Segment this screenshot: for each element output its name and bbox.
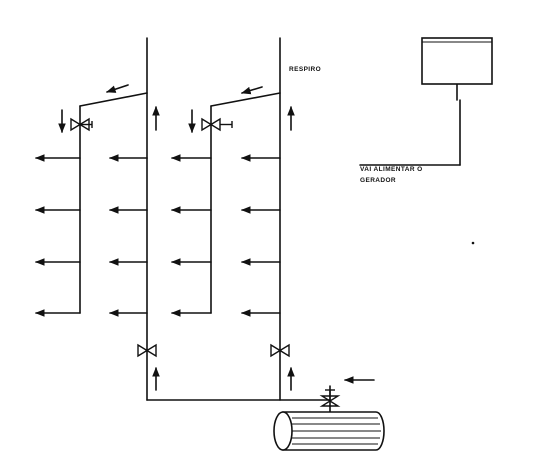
storage-tank [273, 411, 385, 451]
respiro-label: RESPIRO [289, 66, 322, 73]
valve-icon [270, 343, 290, 358]
valve-icon [137, 343, 157, 358]
flow-arrow-icon [241, 86, 263, 95]
elevated-reservoir [421, 37, 493, 85]
valve-icon [201, 117, 233, 132]
valve-icon [319, 389, 341, 407]
feed-label-line-1: VAI ALIMENTAR O [360, 166, 423, 173]
riser-connector-left [79, 92, 148, 107]
valve-icon [70, 117, 93, 132]
speck [471, 241, 475, 245]
feed-label-line-2: GERADOR [360, 177, 397, 184]
flow-arrow-icon [106, 84, 129, 93]
riser-connector-right [210, 92, 281, 107]
